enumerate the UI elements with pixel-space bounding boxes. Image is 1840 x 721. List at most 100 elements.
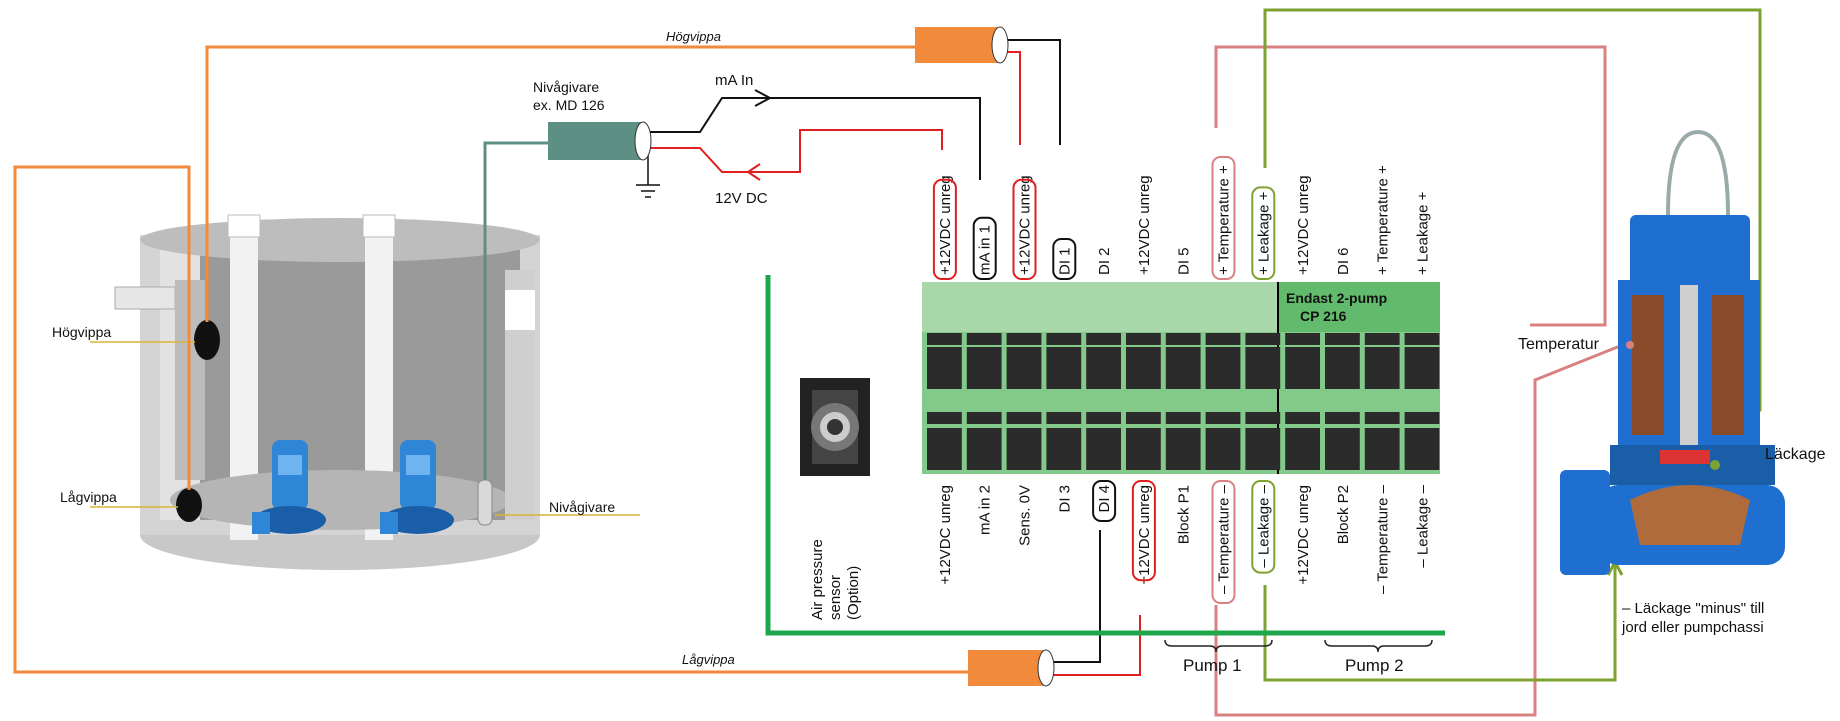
pump-in-tank-1: [252, 440, 326, 534]
tank-label-low-float: Lågvippa: [60, 489, 117, 505]
terminal-top-label-8: + Temperature +: [1216, 165, 1233, 275]
terminal-slot: [1126, 428, 1161, 470]
terminal-top-label-11: DI 6: [1335, 247, 1352, 275]
pump-label-leakage: Läckage: [1765, 446, 1826, 463]
terminal-slot: [1285, 428, 1320, 470]
terminal-slot: [1285, 347, 1320, 389]
terminal-slot: [927, 333, 962, 345]
terminal-slot: [927, 347, 962, 389]
terminal-slot: [1165, 333, 1201, 345]
tank-label-high-float: Högvippa: [52, 324, 111, 340]
terminal-bottom-label-7: Block P1: [1176, 485, 1193, 544]
terminal-slot: [1046, 428, 1082, 470]
terminal-slot: [1325, 347, 1360, 389]
high-float-icon: [194, 320, 220, 360]
air-pressure-sensor: [800, 378, 870, 476]
low-float-cable-gland: [968, 649, 1055, 687]
terminal-slot: [927, 428, 962, 470]
wire-label-dc: 12V DC: [715, 190, 768, 207]
terminal-slot: [1205, 333, 1241, 345]
terminal-slot: [1046, 347, 1082, 389]
terminal-slot: [1404, 428, 1440, 470]
temperature-wire: [1214, 45, 1607, 327]
terminal-top-label-7: DI 5: [1176, 247, 1193, 275]
terminal-slot: [1126, 412, 1161, 424]
terminal-top-label-box-2: [972, 216, 997, 281]
terminal-bottom-label-box-9: [1251, 480, 1276, 574]
terminal-slot: [1006, 347, 1042, 389]
terminal-slot: [1245, 347, 1281, 389]
submersible-pump: [1560, 129, 1785, 575]
terminal-slot: [1404, 333, 1440, 345]
terminal-top-label-12: + Temperature +: [1375, 165, 1392, 275]
terminal-slot: [1285, 333, 1320, 345]
wire-label-low-float: Lågvippa: [682, 652, 735, 667]
terminal-slot: [1285, 412, 1320, 424]
terminal-top-label-5: DI 2: [1096, 247, 1113, 275]
terminal-top-label-box-4: [1052, 238, 1077, 280]
terminal-slot: [966, 347, 1002, 389]
terminal-slot: [1364, 428, 1400, 470]
level-sensor-body: [548, 121, 652, 161]
pump-in-tank-2: [380, 440, 454, 534]
terminal-slot: [1325, 412, 1360, 424]
terminal-slot: [927, 412, 962, 424]
terminal-slot: [1086, 428, 1121, 470]
terminal-slot: [1126, 333, 1161, 345]
terminal-bottom-label-12: – Temperature –: [1375, 484, 1392, 594]
air-sensor-line3: (Option): [845, 566, 862, 620]
board-note-line2: CP 216: [1300, 308, 1347, 324]
board-note-line1: Endast 2-pump: [1286, 290, 1387, 306]
wire-label-high-float: Högvippa: [666, 29, 721, 44]
high-float-wire: [205, 45, 915, 322]
terminal-slot: [1404, 347, 1440, 389]
terminal-top-label-1: +12VDC unreg: [937, 175, 954, 275]
dc-wire: [648, 129, 943, 173]
terminal-top-label-9: + Leakage +: [1255, 191, 1272, 275]
terminal-slot: [1006, 412, 1042, 424]
terminal-bottom-label-box-6: [1131, 480, 1156, 582]
terminal-slot: [1205, 428, 1241, 470]
terminal-slot: [1126, 347, 1161, 389]
terminal-slot: [1086, 333, 1121, 345]
terminal-slot: [1205, 347, 1241, 389]
terminal-slot: [1165, 428, 1201, 470]
terminal-bottom-label-3: Sens. 0V: [1017, 485, 1034, 546]
terminal-slot: [1245, 428, 1281, 470]
terminal-bottom-label-1: +12VDC unreg: [937, 485, 954, 585]
terminal-top-label-2: mA in 1: [977, 225, 994, 275]
terminal-top-label-box-3: [1012, 178, 1037, 280]
pump-group-2: Pump 2: [1345, 656, 1404, 675]
terminal-slot: [1006, 428, 1042, 470]
wire-label-ma-in: mA In: [715, 72, 753, 89]
terminal-slot: [1165, 412, 1201, 424]
terminal-slot: [1364, 347, 1400, 389]
terminal-slot: [1325, 333, 1360, 345]
terminal-slot: [1086, 347, 1121, 389]
terminal-slot: [1404, 412, 1440, 424]
terminal-slot: [966, 333, 1002, 345]
terminal-top-label-3: +12VDC unreg: [1017, 175, 1034, 275]
terminal-slot: [966, 412, 1002, 424]
terminal-bottom-label-2: mA in 2: [977, 485, 994, 535]
pump-note-line1: – Läckage "minus" till: [1622, 600, 1764, 617]
terminal-bottom-label-6: +12VDC unreg: [1136, 485, 1153, 585]
terminal-top-label-box-8: [1211, 156, 1236, 280]
terminal-bottom-label-9: – Leakage –: [1255, 484, 1272, 567]
level-sensor-cable: [483, 141, 548, 480]
terminal-top-label-6: +12VDC unreg: [1136, 175, 1153, 275]
terminal-top-label-10: +12VDC unreg: [1295, 175, 1312, 275]
terminal-bottom-label-box-5: [1092, 480, 1117, 522]
terminal-slot: [966, 428, 1002, 470]
high-float-cable-gland: [915, 26, 1009, 64]
terminal-bottom-label-4: DI 3: [1056, 485, 1073, 513]
level-sensor-probe: [477, 479, 493, 526]
tank-label-level-sensor: Nivågivare: [549, 499, 615, 515]
terminal-slot: [1364, 333, 1400, 345]
terminal-bottom-label-8: – Temperature –: [1216, 484, 1233, 594]
air-sensor-line1: Air pressure: [809, 539, 826, 620]
terminal-slot: [1165, 347, 1201, 389]
terminal-slot: [1245, 412, 1281, 424]
terminal-slot: [1046, 412, 1082, 424]
